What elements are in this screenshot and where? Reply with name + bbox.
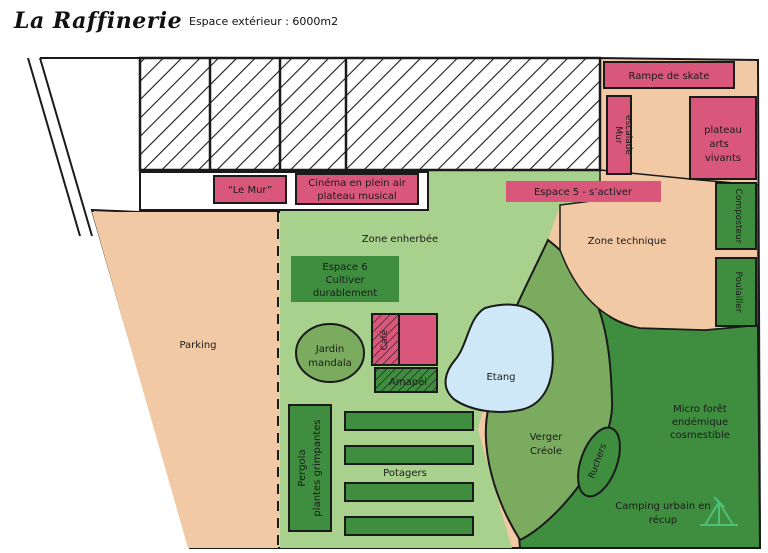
plateau-arts-box xyxy=(689,96,757,180)
plateau-arts-label-1: plateau xyxy=(704,125,742,136)
espace6-label-3: durablement xyxy=(313,288,377,299)
poulailler-box xyxy=(715,257,757,327)
tent-icon xyxy=(700,496,738,526)
potager-bed xyxy=(344,445,474,465)
micro-foret-label-2: endémique xyxy=(672,416,728,428)
jardin-mandala-circle xyxy=(295,323,365,383)
verger-label-2: Créole xyxy=(530,445,562,457)
plateau-arts-label-3: vivants xyxy=(705,153,741,164)
jardin-label-1: Jardin xyxy=(315,344,344,355)
ruchers-shape xyxy=(577,426,621,498)
parking-label: Parking xyxy=(179,340,216,351)
potager-bed xyxy=(344,482,474,502)
verger-label-1: Verger xyxy=(530,432,564,443)
mur-escalade-box xyxy=(606,95,632,175)
map-subtitle: Espace extérieur : 6000m2 xyxy=(189,15,339,28)
espace5-box xyxy=(506,181,661,202)
left-boundary xyxy=(27,57,81,237)
camping-label-1: Camping urbain en xyxy=(615,501,711,512)
espace6-box xyxy=(291,256,399,302)
zone-technique-label: Zone technique xyxy=(588,236,667,247)
cinema-label-2: plateau musical xyxy=(317,191,396,202)
potager-bed xyxy=(344,516,474,536)
composteur-label: Composteur xyxy=(733,189,743,244)
cafe-box xyxy=(398,313,438,366)
jardin-label-2: mandala xyxy=(308,358,352,369)
espace6-label-1: Espace 6 xyxy=(322,262,367,273)
cafe-hatched-box xyxy=(371,313,400,366)
mur-escalade-label-1: Mur xyxy=(613,126,623,143)
rampe-skate-box xyxy=(603,61,735,89)
pergola-label-1: Pergola xyxy=(297,449,308,486)
potagers-label: Potagers xyxy=(383,468,427,479)
cinema-box xyxy=(295,173,419,205)
mur-escalade-label-2: escalade xyxy=(623,115,633,155)
etang-pond xyxy=(444,303,554,413)
pergola-box xyxy=(288,404,332,532)
etang-label: Etang xyxy=(486,372,515,383)
espace5-label: Espace 5 - s’activer xyxy=(534,187,633,198)
parking-area xyxy=(92,212,278,548)
left-boundary xyxy=(39,57,93,237)
amapei-label: Amapéi xyxy=(389,376,427,388)
building-hatched xyxy=(138,56,602,172)
amapei-box xyxy=(374,367,438,393)
le-mur-label: “Le Mur” xyxy=(228,185,272,196)
composteur-box xyxy=(715,182,757,250)
zone-enherbee-label: Zone enherbée xyxy=(362,233,438,245)
micro-foret-label-1: Micro forêt xyxy=(673,403,727,415)
cafe-label: Café xyxy=(379,329,390,350)
map-title: La Raffinerie xyxy=(14,8,183,34)
micro-foret-label-3: cosmestible xyxy=(670,430,730,441)
le-mur-box xyxy=(213,175,287,204)
cinema-label-1: Cinéma en plein air xyxy=(308,177,406,189)
poulailler-label: Poulailler xyxy=(733,271,743,312)
rampe-skate-label: Rampe de skate xyxy=(629,71,710,82)
espace6-label-2: Cultiver xyxy=(326,275,366,286)
plateau-arts-label-2: arts xyxy=(709,139,728,150)
pergola-label-2: plantes grimpantes xyxy=(312,419,323,516)
camping-label-2: récup xyxy=(649,514,677,526)
potager-bed xyxy=(344,411,474,431)
